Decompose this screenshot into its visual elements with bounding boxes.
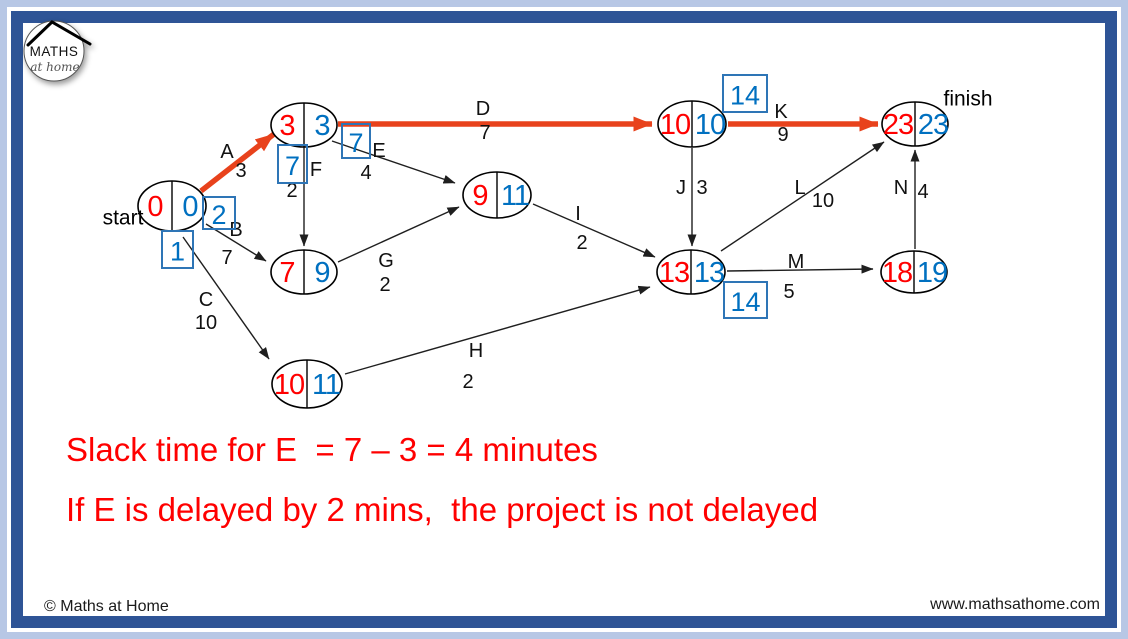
edge-E-label: E [372, 140, 385, 162]
footer-copyright: © Maths at Home [44, 598, 169, 615]
node-n-10-10-early-time: 10 [660, 109, 690, 141]
start-label: start [103, 207, 144, 230]
node-n-9-11-late-time: 11 [501, 180, 529, 212]
edge-E-duration: 4 [360, 162, 371, 184]
node-start-early-time: 0 [147, 191, 162, 223]
edge-F-duration: 2 [286, 180, 297, 202]
edge-K-label: K [774, 101, 788, 123]
edge-D-duration: 7 [479, 122, 490, 144]
edge-L-label: L [794, 177, 805, 199]
edge-C-arrow [182, 236, 270, 360]
edge-A-arrow [199, 131, 276, 194]
slack-box-14-4-value: 14 [730, 81, 760, 111]
node-n-10-11-early-time: 10 [274, 369, 304, 401]
node-n-18-19-early-time: 18 [882, 257, 912, 289]
slack-box-2-1-value: 2 [211, 200, 226, 230]
edge-G-duration: 2 [379, 274, 390, 296]
slack-box-14-4 [722, 74, 768, 113]
node-start-late-time: 0 [182, 191, 197, 223]
node-n-13-13-early-time: 13 [659, 257, 689, 289]
edge-L-duration: 10 [812, 190, 834, 212]
node-n-7-9-late-time: 9 [314, 257, 329, 289]
slack-box-7-2 [341, 123, 371, 159]
node-finish-early-time: 23 [883, 109, 913, 141]
finish-label: finish [943, 88, 992, 111]
slack-note-line2: If E is delayed by 2 mins, the project i… [66, 491, 819, 528]
slack-box-7-2-value: 7 [348, 128, 363, 158]
edge-B-duration: 7 [221, 247, 232, 269]
edge-N-label: N [894, 177, 908, 199]
edge-I-duration: 2 [576, 232, 587, 254]
node-n-18-19-late-time: 19 [917, 257, 947, 289]
slack-box-14-5-value: 14 [730, 287, 760, 317]
slack-box-2-1 [202, 196, 236, 230]
edge-A-label: A [220, 141, 234, 163]
edge-J-duration: 3 [696, 177, 707, 199]
node-n-13-13-late-time: 13 [694, 257, 724, 289]
edge-G-arrow [337, 206, 460, 263]
node-finish-late-time: 23 [918, 109, 948, 141]
logo-text-maths: MATHS [30, 44, 79, 59]
node-n-7-9-early-time: 7 [279, 257, 294, 289]
edge-H-arrow [344, 285, 651, 375]
logo-text-athome: at home [30, 60, 79, 74]
slack-box-7-3 [277, 144, 308, 184]
edge-C-label: C [199, 289, 213, 311]
edge-K-duration: 9 [777, 124, 788, 146]
slack-box-7-3-value: 7 [285, 151, 300, 181]
slack-note-line1: Slack time for E = 7 – 3 = 4 minutes [66, 431, 598, 468]
edge-L-arrow [720, 141, 885, 252]
edge-B-arrow [205, 223, 267, 262]
slack-box-14-5 [723, 281, 768, 319]
footer-website: www.mathsathome.com [930, 596, 1100, 613]
edge-M-arrow [726, 264, 874, 274]
edge-G-label: G [378, 250, 394, 272]
edge-D-label: D [476, 98, 490, 120]
edge-C-duration: 10 [195, 312, 217, 334]
slack-box-1-0 [161, 230, 194, 269]
edge-J-label: J [676, 177, 686, 199]
edge-I-label: I [575, 203, 581, 225]
logo-roof-icon [26, 20, 92, 47]
node-n-9-11-early-time: 9 [472, 180, 487, 212]
slack-box-1-0-value: 1 [170, 237, 185, 267]
edge-M-label: M [788, 251, 805, 273]
edge-N-duration: 4 [917, 181, 928, 203]
edge-E-arrow [331, 140, 456, 184]
maths-at-home-logo: MATHS at home [23, 20, 92, 82]
node-n-3-3-late-time: 3 [314, 110, 329, 142]
node-n-3-3-early-time: 3 [279, 110, 294, 142]
edge-H-duration: 2 [462, 371, 473, 393]
node-n-10-10-late-time: 10 [695, 109, 725, 141]
edge-A-duration: 3 [235, 160, 246, 182]
edge-H-label: H [469, 340, 483, 362]
edge-M-duration: 5 [783, 281, 794, 303]
edge-F-label: F [310, 159, 322, 181]
node-n-10-11-late-time: 11 [312, 369, 340, 401]
edge-I-arrow [532, 203, 656, 258]
